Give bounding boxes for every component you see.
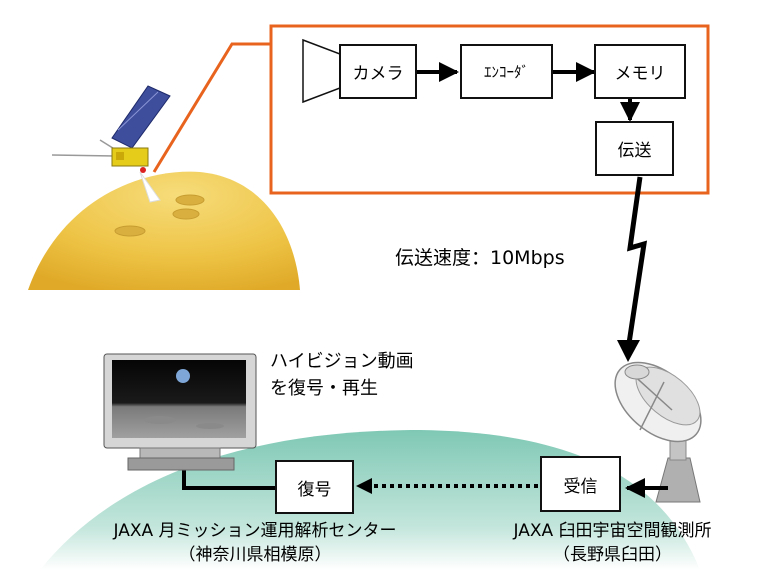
satellite-icon	[51, 85, 171, 203]
monitor-icon	[103, 353, 257, 471]
site-left-location: （神奈川県相模原）	[178, 545, 332, 565]
decode-box: 復号	[275, 460, 354, 514]
encoder-box: ｴﾝｺｰﾀﾞ	[460, 44, 553, 99]
crater	[114, 225, 146, 237]
crater	[172, 208, 200, 220]
site-left-name: JAXA 月ミッション運用解析センター	[113, 521, 397, 541]
moon-surface	[28, 171, 300, 290]
transmit-label: 伝送	[617, 141, 652, 161]
radio-link	[625, 176, 648, 351]
playback-line1: ハイビジョン動画	[270, 351, 414, 372]
receive-label: 受信	[563, 476, 598, 497]
link-rate-label: 伝送速度：10Mbps	[395, 247, 565, 269]
decode-label: 復号	[297, 479, 332, 500]
lens-icon	[302, 38, 341, 104]
arrow-decode-monitor	[182, 466, 275, 490]
crater	[175, 194, 205, 206]
encoder-label: ｴﾝｺｰﾀﾞ	[483, 63, 529, 81]
site-right-name: JAXA 臼田宇宙空間観測所	[513, 521, 712, 541]
playback-line2: を復号・再生	[270, 378, 378, 399]
camera-box: カメラ	[339, 44, 417, 99]
camera-label: カメラ	[352, 64, 404, 84]
callout-connector	[152, 42, 270, 173]
memory-label: メモリ	[614, 64, 666, 84]
receive-box: 受信	[540, 456, 621, 512]
site-right-location: （長野県臼田）	[553, 545, 672, 565]
callout-box	[269, 24, 710, 195]
memory-box: メモリ	[594, 44, 686, 99]
transmit-box: 伝送	[595, 121, 674, 176]
antenna-icon	[614, 361, 702, 503]
